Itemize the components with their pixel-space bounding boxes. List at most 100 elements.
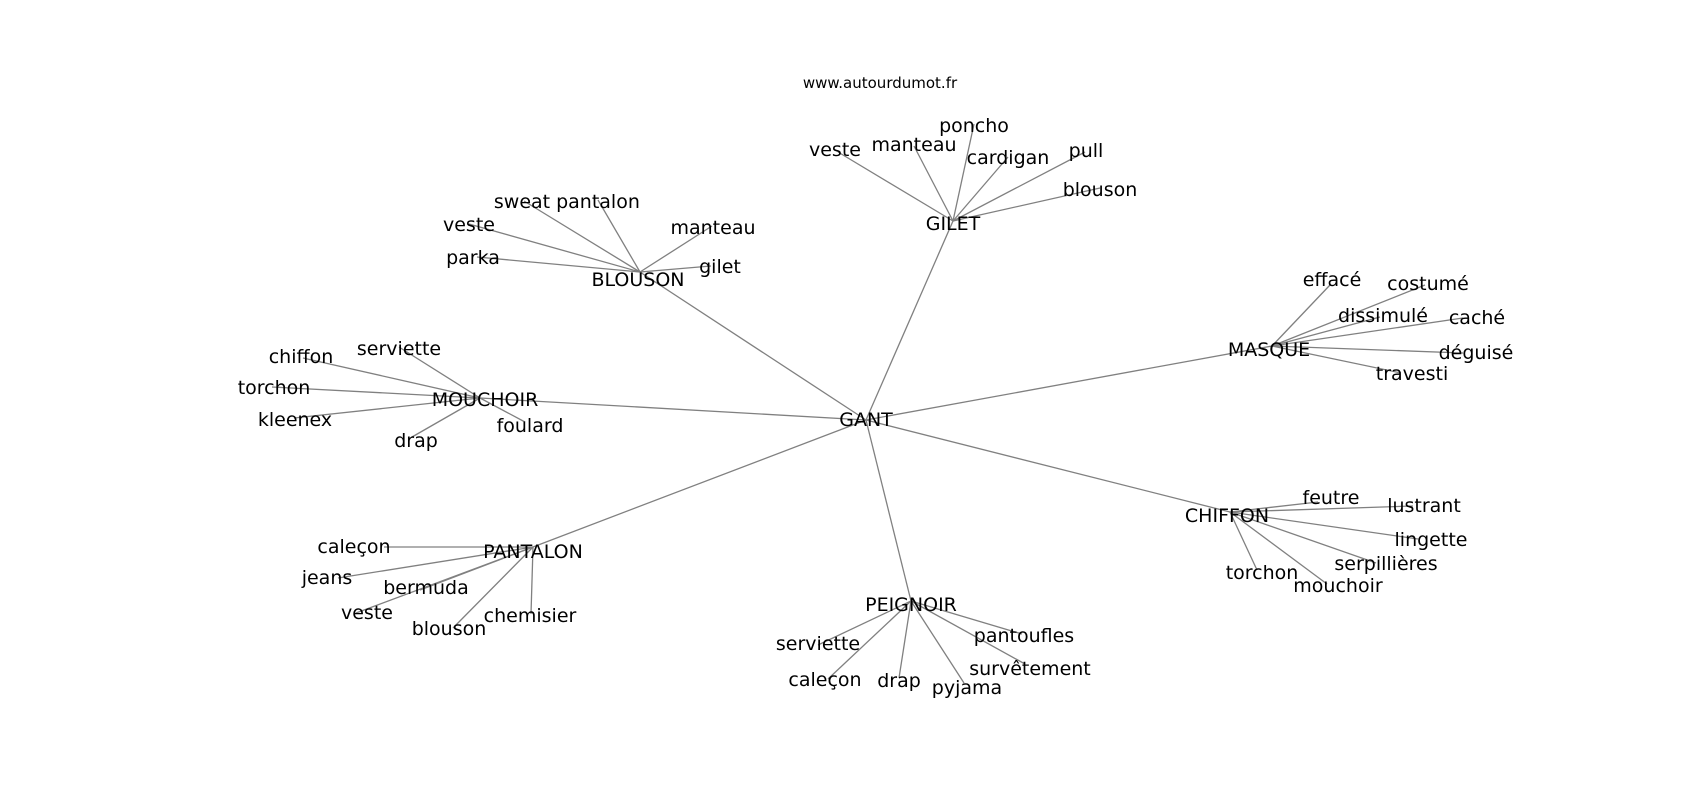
- edge-chiffon-feutre: [1229, 501, 1319, 513]
- edge-mouchoir-serviette: [398, 346, 481, 399]
- node-cluster-masque: MASQUE: [1228, 339, 1310, 361]
- edge-masque-efface: [1271, 284, 1331, 347]
- edge-masque-cache: [1271, 317, 1464, 347]
- node-cluster-mouchoir: MOUCHOIR: [432, 389, 539, 411]
- node-root-gant: GANT: [839, 409, 893, 431]
- edge-gilet-blouson: [952, 187, 1101, 222]
- node-chiffon-lustrant: lustrant: [1387, 495, 1461, 517]
- edge-chiffon-serpillieres: [1229, 511, 1377, 564]
- node-masque-costume: costumé: [1387, 273, 1469, 295]
- node-peignoir-drap: drap: [877, 670, 921, 692]
- node-chiffon-torchon: torchon: [1226, 562, 1299, 584]
- node-chiffon-mouchoir: mouchoir: [1293, 575, 1383, 597]
- edge-gilet-manteau: [913, 145, 954, 222]
- node-peignoir-pyjama: pyjama: [932, 677, 1002, 699]
- node-cluster-chiffon: CHIFFON: [1185, 505, 1269, 527]
- node-blouson-manteau: manteau: [670, 217, 755, 239]
- node-cluster-gilet: GILET: [926, 213, 981, 235]
- edge-mouchoir-torchon: [271, 386, 481, 399]
- node-gilet-poncho: poncho: [939, 115, 1009, 137]
- node-peignoir-calecon: caleçon: [788, 669, 861, 691]
- source-label: www.autourdumot.fr: [803, 74, 958, 92]
- edge-gilet-veste: [837, 151, 954, 222]
- edge-root-blouson: [639, 271, 867, 421]
- node-gilet-cardigan: cardigan: [967, 147, 1050, 169]
- edge-peignoir-serviette: [817, 600, 912, 646]
- edge-gilet-cardigan: [952, 156, 1009, 222]
- node-mouchoir-torchon: torchon: [238, 377, 311, 399]
- edge-mouchoir-drap: [411, 397, 481, 438]
- node-masque-travesti: travesti: [1376, 363, 1448, 385]
- edge-masque-deguise: [1271, 345, 1464, 354]
- edge-root-mouchoir: [479, 397, 867, 421]
- edge-root-pantalon: [532, 419, 867, 548]
- node-gilet-pull: pull: [1069, 140, 1104, 162]
- node-gilet-veste: veste: [809, 139, 861, 161]
- edge-pantalon-veste: [355, 546, 534, 614]
- edge-blouson-gilet: [639, 265, 712, 273]
- node-chiffon-lingette: lingette: [1395, 529, 1468, 551]
- edge-chiffon-lingette: [1229, 511, 1419, 540]
- edge-peignoir-pantoufles: [910, 600, 1023, 635]
- node-chiffon-serpillieres: serpillières: [1334, 553, 1437, 575]
- edge-blouson-parka: [476, 256, 641, 273]
- node-pantalon-bermuda: bermuda: [383, 577, 468, 599]
- node-masque-dissimule: dissimulé: [1338, 305, 1428, 327]
- edge-root-masque: [865, 345, 1273, 421]
- edge-mouchoir-kleenex: [293, 397, 481, 419]
- node-peignoir-survetement: survêtement: [969, 658, 1091, 680]
- edge-chiffon-lustrant: [1229, 505, 1414, 513]
- node-blouson-parka: parka: [446, 247, 500, 269]
- edge-pantalon-chemisier: [530, 546, 534, 615]
- node-mouchoir-foulard: foulard: [497, 415, 564, 437]
- edge-pantalon-jeans: [337, 546, 534, 579]
- node-pantalon-blouson: blouson: [412, 618, 487, 640]
- edge-masque-travesti: [1271, 345, 1402, 374]
- node-pantalon-jeans: jeans: [301, 567, 353, 589]
- node-peignoir-pantoufles: pantoufles: [974, 625, 1074, 647]
- node-masque-deguise: déguisé: [1439, 342, 1514, 364]
- edge-peignoir-calecon: [827, 600, 912, 680]
- node-masque-efface: effacé: [1303, 269, 1362, 291]
- node-gilet-manteau: manteau: [871, 134, 956, 156]
- edge-root-chiffon: [865, 419, 1231, 513]
- edge-blouson-manteau: [639, 225, 713, 273]
- edge-blouson-veste: [468, 223, 641, 273]
- node-gilet-blouson: blouson: [1063, 179, 1138, 201]
- edge-pantalon-blouson: [452, 546, 534, 629]
- node-mouchoir-chiffon: chiffon: [269, 346, 334, 368]
- edge-chiffon-mouchoir: [1229, 511, 1328, 585]
- node-chiffon-feutre: feutre: [1303, 487, 1360, 509]
- node-mouchoir-kleenex: kleenex: [258, 409, 332, 431]
- edge-peignoir-drap: [898, 600, 912, 679]
- edge-gilet-poncho: [952, 123, 975, 222]
- edge-root-peignoir: [865, 419, 912, 602]
- node-pantalon-veste: veste: [341, 602, 393, 624]
- node-pantalon-chemisier: chemisier: [484, 605, 577, 627]
- edge-blouson-sweat: [523, 200, 641, 273]
- node-cluster-pantalon: PANTALON: [483, 541, 583, 563]
- node-mouchoir-drap: drap: [394, 430, 438, 452]
- edge-blouson-pantalon: [597, 199, 641, 273]
- edge-peignoir-survetement: [910, 600, 1026, 665]
- node-blouson-veste: veste: [443, 214, 495, 236]
- node-blouson-pantalon: pantalon: [556, 191, 640, 213]
- node-peignoir-serviette: serviette: [776, 633, 860, 655]
- edge-gilet-pull: [952, 151, 1086, 222]
- edge-masque-dissimule: [1271, 316, 1381, 347]
- edge-layer: [271, 123, 1464, 684]
- edge-peignoir-pyjama: [910, 600, 965, 684]
- node-pantalon-calecon: caleçon: [317, 536, 390, 558]
- edge-root-gilet: [865, 220, 954, 421]
- edge-mouchoir-chiffon: [302, 357, 481, 399]
- edge-masque-costume: [1271, 284, 1426, 347]
- node-blouson-gilet: gilet: [699, 256, 741, 278]
- node-cluster-blouson: BLOUSON: [591, 269, 684, 291]
- node-mouchoir-serviette: serviette: [357, 338, 441, 360]
- edge-mouchoir-foulard: [479, 397, 526, 423]
- node-cluster-peignoir: PEIGNOIR: [865, 594, 957, 616]
- edge-chiffon-torchon: [1229, 511, 1258, 571]
- node-blouson-sweat: sweat: [494, 191, 550, 213]
